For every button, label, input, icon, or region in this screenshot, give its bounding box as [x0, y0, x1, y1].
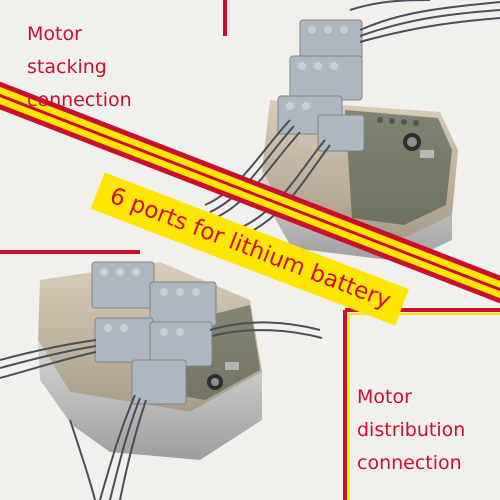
caption-line: Motor [27, 23, 82, 45]
caption-line: connection [357, 452, 462, 474]
caption-line: distribution [357, 419, 466, 441]
caption-line: stacking [27, 56, 107, 78]
caption-line: connection [27, 89, 132, 111]
caption-motor-stacking: Motor stacking connection [27, 18, 132, 117]
caption-line: Motor [357, 386, 412, 408]
caption-motor-distribution: Motor distribution connection [357, 381, 465, 480]
divider-stripe [0, 81, 500, 304]
battery-box-distributed [0, 261, 323, 500]
